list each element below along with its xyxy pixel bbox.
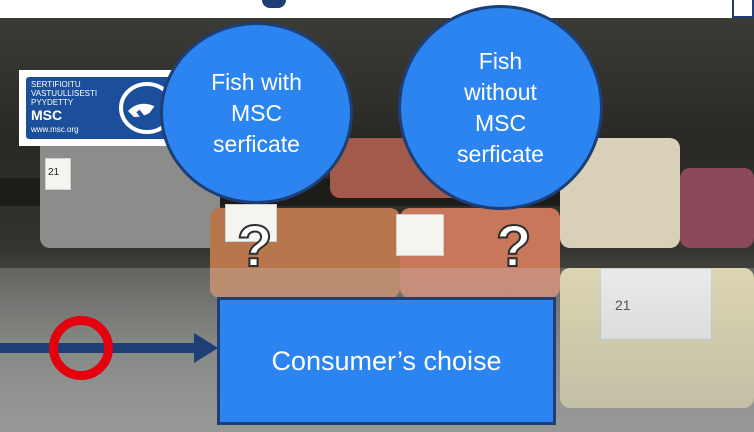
arrow-right-icon <box>194 333 218 363</box>
price-tag-value-small: 21 <box>48 167 60 178</box>
top-connector <box>262 0 286 8</box>
fish-without-msc-bubble: Fish without MSC serficate <box>398 5 603 210</box>
consumer-choice-box: Consumer’s choise <box>217 297 556 425</box>
fish-without-msc-label: Fish without MSC serficate <box>457 47 544 167</box>
msc-logo-line3: PYYDETTY <box>31 98 74 107</box>
question-mark-left: ? <box>236 213 273 280</box>
fish-with-msc-bubble: Fish with MSC serficate <box>160 22 353 204</box>
msc-logo-line1: SERTIFIOITU <box>31 80 81 89</box>
question-mark-right: ? <box>495 213 532 280</box>
consumer-choice-label: Consumer’s choise <box>271 345 502 376</box>
msc-logo-line2: VASTUULLISESTI <box>31 89 98 98</box>
red-circle-marker <box>49 316 113 380</box>
fish-with-msc-label: Fish with MSC serficate <box>211 68 302 157</box>
msc-logo-brand: MSC <box>31 107 63 123</box>
corner-frame <box>732 0 754 18</box>
msc-logo-url: www.msc.org <box>31 125 79 134</box>
